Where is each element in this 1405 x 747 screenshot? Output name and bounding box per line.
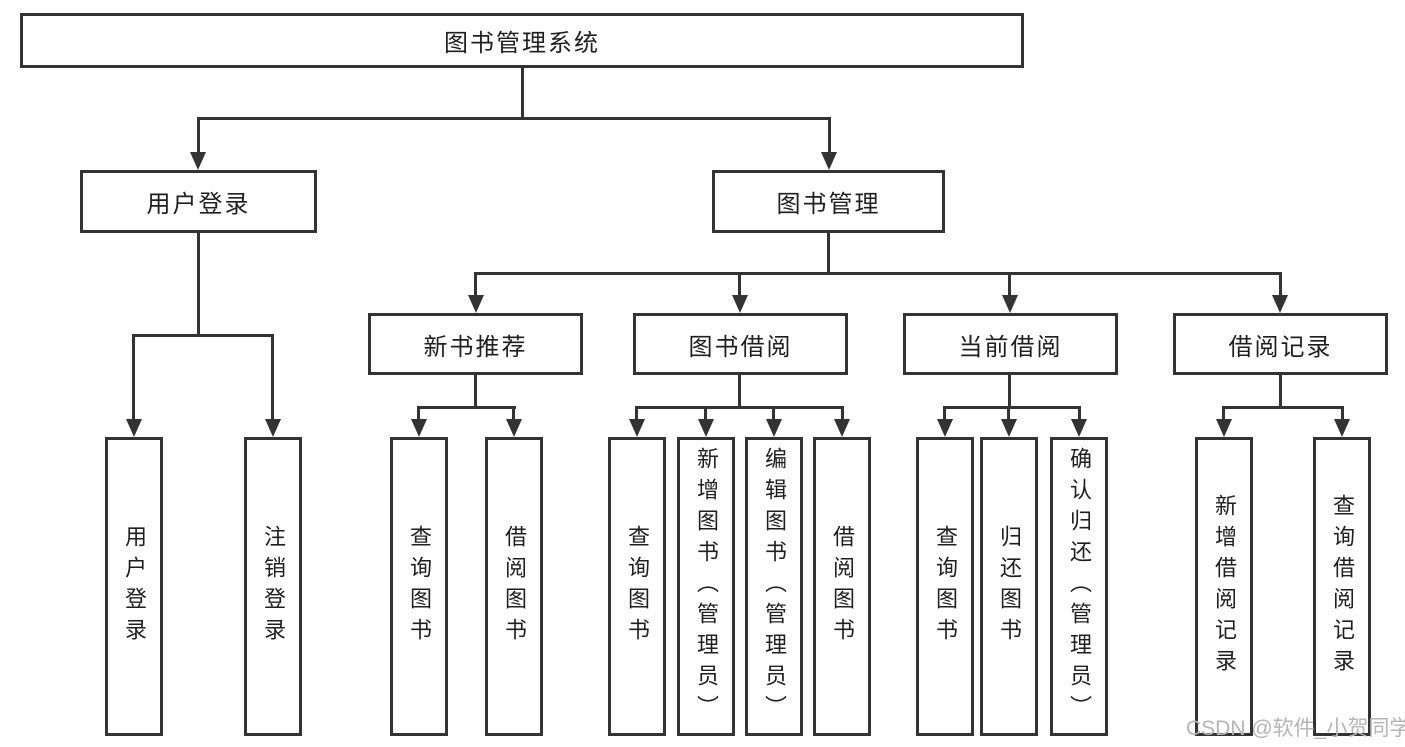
connector-line [772, 406, 775, 422]
connector-line [827, 233, 830, 275]
leaf-label: 新增借阅记录 [1212, 493, 1237, 680]
leaf-user-login: 用户登录 [105, 437, 163, 736]
node-current-borrowing: 当前借阅 [903, 313, 1118, 375]
leaf-confirm-return-admin: 确认归还（管理员） [1050, 437, 1108, 736]
connector-line [738, 272, 741, 298]
connector-line [943, 406, 1081, 409]
node-label: 图书管理系统 [444, 30, 600, 57]
arrow-down-icon [766, 419, 782, 437]
connector-line [1008, 272, 1011, 298]
connector-line [474, 272, 477, 298]
arrow-down-icon [834, 419, 850, 437]
arrow-down-icon [732, 295, 748, 313]
leaf-edit-book-admin: 编辑图书（管理员） [745, 437, 803, 736]
connector-line [474, 375, 477, 409]
node-book-borrowing: 图书借阅 [633, 313, 848, 375]
node-label: 借阅记录 [1228, 333, 1333, 361]
connector-line [1078, 406, 1081, 422]
connector-line [474, 272, 1282, 275]
leaf-label: 注销登录 [261, 524, 286, 649]
connector-line [521, 68, 524, 119]
arrow-down-icon [468, 295, 484, 313]
watermark: CSDN @软件_小贺同学 [1186, 717, 1405, 740]
connector-line [197, 117, 200, 155]
connector-line [417, 406, 516, 409]
connector-line [635, 406, 844, 409]
arrow-down-icon [1272, 295, 1288, 313]
leaf-add-borrow-record: 新增借阅记录 [1195, 437, 1253, 736]
leaf-add-book-admin: 新增图书（管理员） [677, 437, 735, 736]
connector-line [132, 334, 135, 422]
leaf-label: 归还图书 [997, 524, 1022, 649]
leaf-label: 新增图书（管理员） [694, 447, 719, 726]
connector-line [1008, 375, 1011, 409]
leaf-label: 查询图书 [407, 524, 432, 649]
leaf-query-books-recommend: 查询图书 [390, 437, 448, 736]
node-label: 图书管理 [776, 191, 881, 218]
connector-line [841, 406, 844, 422]
arrow-down-icon [821, 152, 837, 170]
leaf-label: 借阅图书 [502, 524, 527, 649]
node-book-management: 图书管理 [712, 170, 945, 233]
connector-line [1341, 406, 1344, 422]
connector-line [1222, 406, 1344, 409]
leaf-label: 确认归还（管理员） [1067, 447, 1092, 726]
node-borrow-records: 借阅记录 [1173, 313, 1388, 375]
leaf-query-borrow-record: 查询借阅记录 [1313, 437, 1371, 736]
leaf-label: 编辑图书（管理员） [762, 447, 787, 726]
arrow-down-icon [1001, 419, 1017, 437]
connector-line [1279, 272, 1282, 298]
connector-line [132, 334, 274, 337]
connector-line [197, 233, 200, 337]
connector-line [197, 117, 831, 120]
node-label: 用户登录 [146, 191, 251, 218]
arrow-down-icon [411, 419, 427, 437]
connector-line [828, 117, 831, 155]
arrow-down-icon [1071, 419, 1087, 437]
node-label: 图书借阅 [688, 333, 793, 361]
connector-line [1007, 406, 1010, 422]
node-label: 当前借阅 [958, 333, 1063, 361]
arrow-down-icon [629, 419, 645, 437]
leaf-logout: 注销登录 [244, 437, 302, 736]
arrow-down-icon [190, 152, 206, 170]
connector-line [512, 406, 515, 422]
connector-line [943, 406, 946, 422]
connector-line [738, 375, 741, 409]
arrow-down-icon [506, 419, 522, 437]
leaf-return-books: 归还图书 [980, 437, 1038, 736]
arrow-down-icon [1216, 419, 1232, 437]
connector-line [1279, 375, 1282, 409]
node-user-login: 用户登录 [80, 170, 317, 233]
leaf-borrow-books-borrowing: 借阅图书 [813, 437, 871, 736]
leaf-label: 查询借阅记录 [1330, 493, 1355, 680]
connector-line [417, 406, 420, 422]
connector-line [271, 334, 274, 422]
leaf-borrow-books-recommend: 借阅图书 [485, 437, 543, 736]
arrow-down-icon [937, 419, 953, 437]
leaf-label: 借阅图书 [830, 524, 855, 649]
leaf-label: 查询图书 [625, 524, 650, 649]
arrow-down-icon [126, 419, 142, 437]
leaf-query-books-current: 查询图书 [916, 437, 974, 736]
connector-line [1222, 406, 1225, 422]
connector-line [635, 406, 638, 422]
node-new-book-recommend: 新书推荐 [368, 313, 583, 375]
leaf-label: 查询图书 [933, 524, 958, 649]
leaf-label: 用户登录 [122, 524, 147, 649]
leaf-query-books-borrowing: 查询图书 [608, 437, 666, 736]
arrow-down-icon [1002, 295, 1018, 313]
arrow-down-icon [1334, 419, 1350, 437]
arrow-down-icon [265, 419, 281, 437]
node-label: 新书推荐 [423, 333, 528, 361]
arrow-down-icon [698, 419, 714, 437]
connector-line [704, 406, 707, 422]
node-library-management-system: 图书管理系统 [20, 13, 1024, 68]
